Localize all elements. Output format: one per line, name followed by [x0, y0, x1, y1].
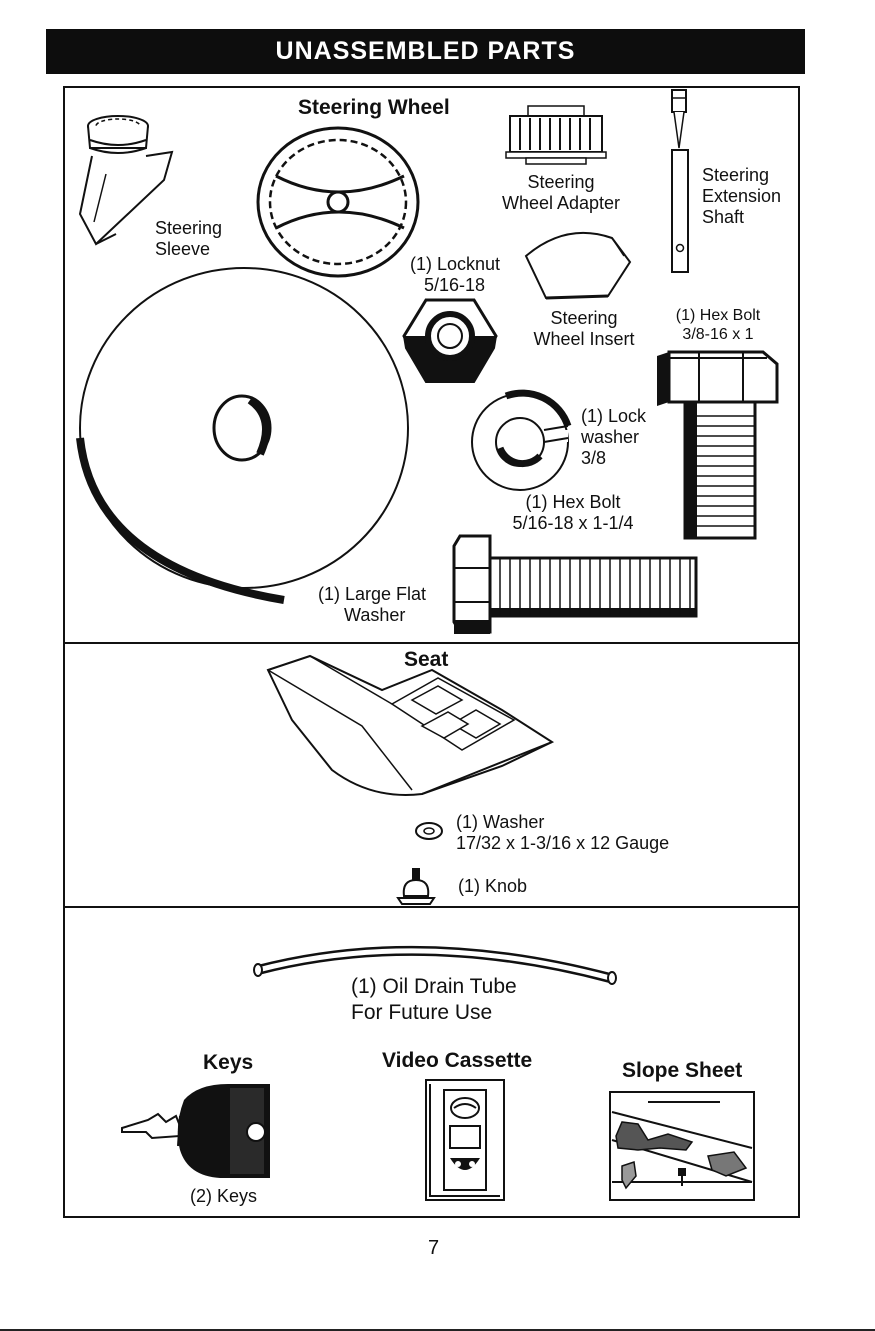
seat-label: Seat — [404, 648, 449, 671]
wheel-insert-label: Steering Wheel Insert — [533, 308, 635, 349]
locknut-label: (1) Locknut 5/16-18 — [410, 254, 501, 295]
oil-drain-tube-label: (1) Oil Drain Tube For Future Use — [351, 975, 517, 1024]
washer-icon — [415, 822, 443, 840]
steering-sleeve-label: Steering Sleeve — [155, 218, 223, 259]
page-number: 7 — [428, 1237, 440, 1259]
slope-sheet-icon — [609, 1091, 755, 1201]
misc-parts-panel — [63, 906, 800, 1218]
knob-label: (1) Knob — [458, 876, 528, 896]
video-cassette-icon — [425, 1079, 505, 1201]
page-title: UNASSEMBLED PARTS — [46, 29, 805, 74]
knob-icon — [396, 868, 436, 905]
key-icon — [121, 1084, 270, 1178]
hex-bolt-long-icon — [452, 534, 698, 634]
extension-shaft-icon — [671, 89, 689, 273]
hex-bolt-long-label: (1) Hex Bolt 5/16-18 x 1-1/4 — [512, 492, 634, 533]
wheel-adapter-icon — [505, 105, 607, 165]
keys-caption: (2) Keys — [190, 1186, 258, 1206]
oil-drain-tube-icon — [253, 945, 617, 985]
keys-title: Keys — [203, 1051, 254, 1074]
wheel-adapter-label: Steering Wheel Adapter — [501, 172, 621, 213]
extension-shaft-label: Steering Extension Shaft — [702, 165, 782, 227]
lock-washer-icon — [471, 389, 572, 491]
steering-wheel-icon — [256, 126, 420, 278]
wheel-insert-icon — [524, 231, 632, 300]
steering-sleeve-icon — [78, 115, 174, 246]
hex-bolt-icon — [657, 350, 779, 540]
slope-sheet-title: Slope Sheet — [622, 1059, 743, 1082]
video-cassette-title: Video Cassette — [382, 1049, 533, 1072]
lock-washer-label: (1) Lock washer 3/8 — [581, 406, 647, 468]
flat-washer-label: (1) Large Flat Washer — [318, 584, 427, 625]
seat-icon — [266, 654, 555, 796]
flat-washer-icon — [76, 267, 409, 604]
locknut-icon — [402, 298, 498, 383]
hex-bolt-small-label: (1) Hex Bolt 3/8-16 x 1 — [675, 307, 761, 343]
seat-washer-label: (1) Washer 17/32 x 1-3/16 x 12 Gauge — [456, 812, 670, 853]
page-bottom-rule — [0, 1329, 875, 1331]
steering-wheel-label: Steering Wheel — [298, 96, 450, 119]
